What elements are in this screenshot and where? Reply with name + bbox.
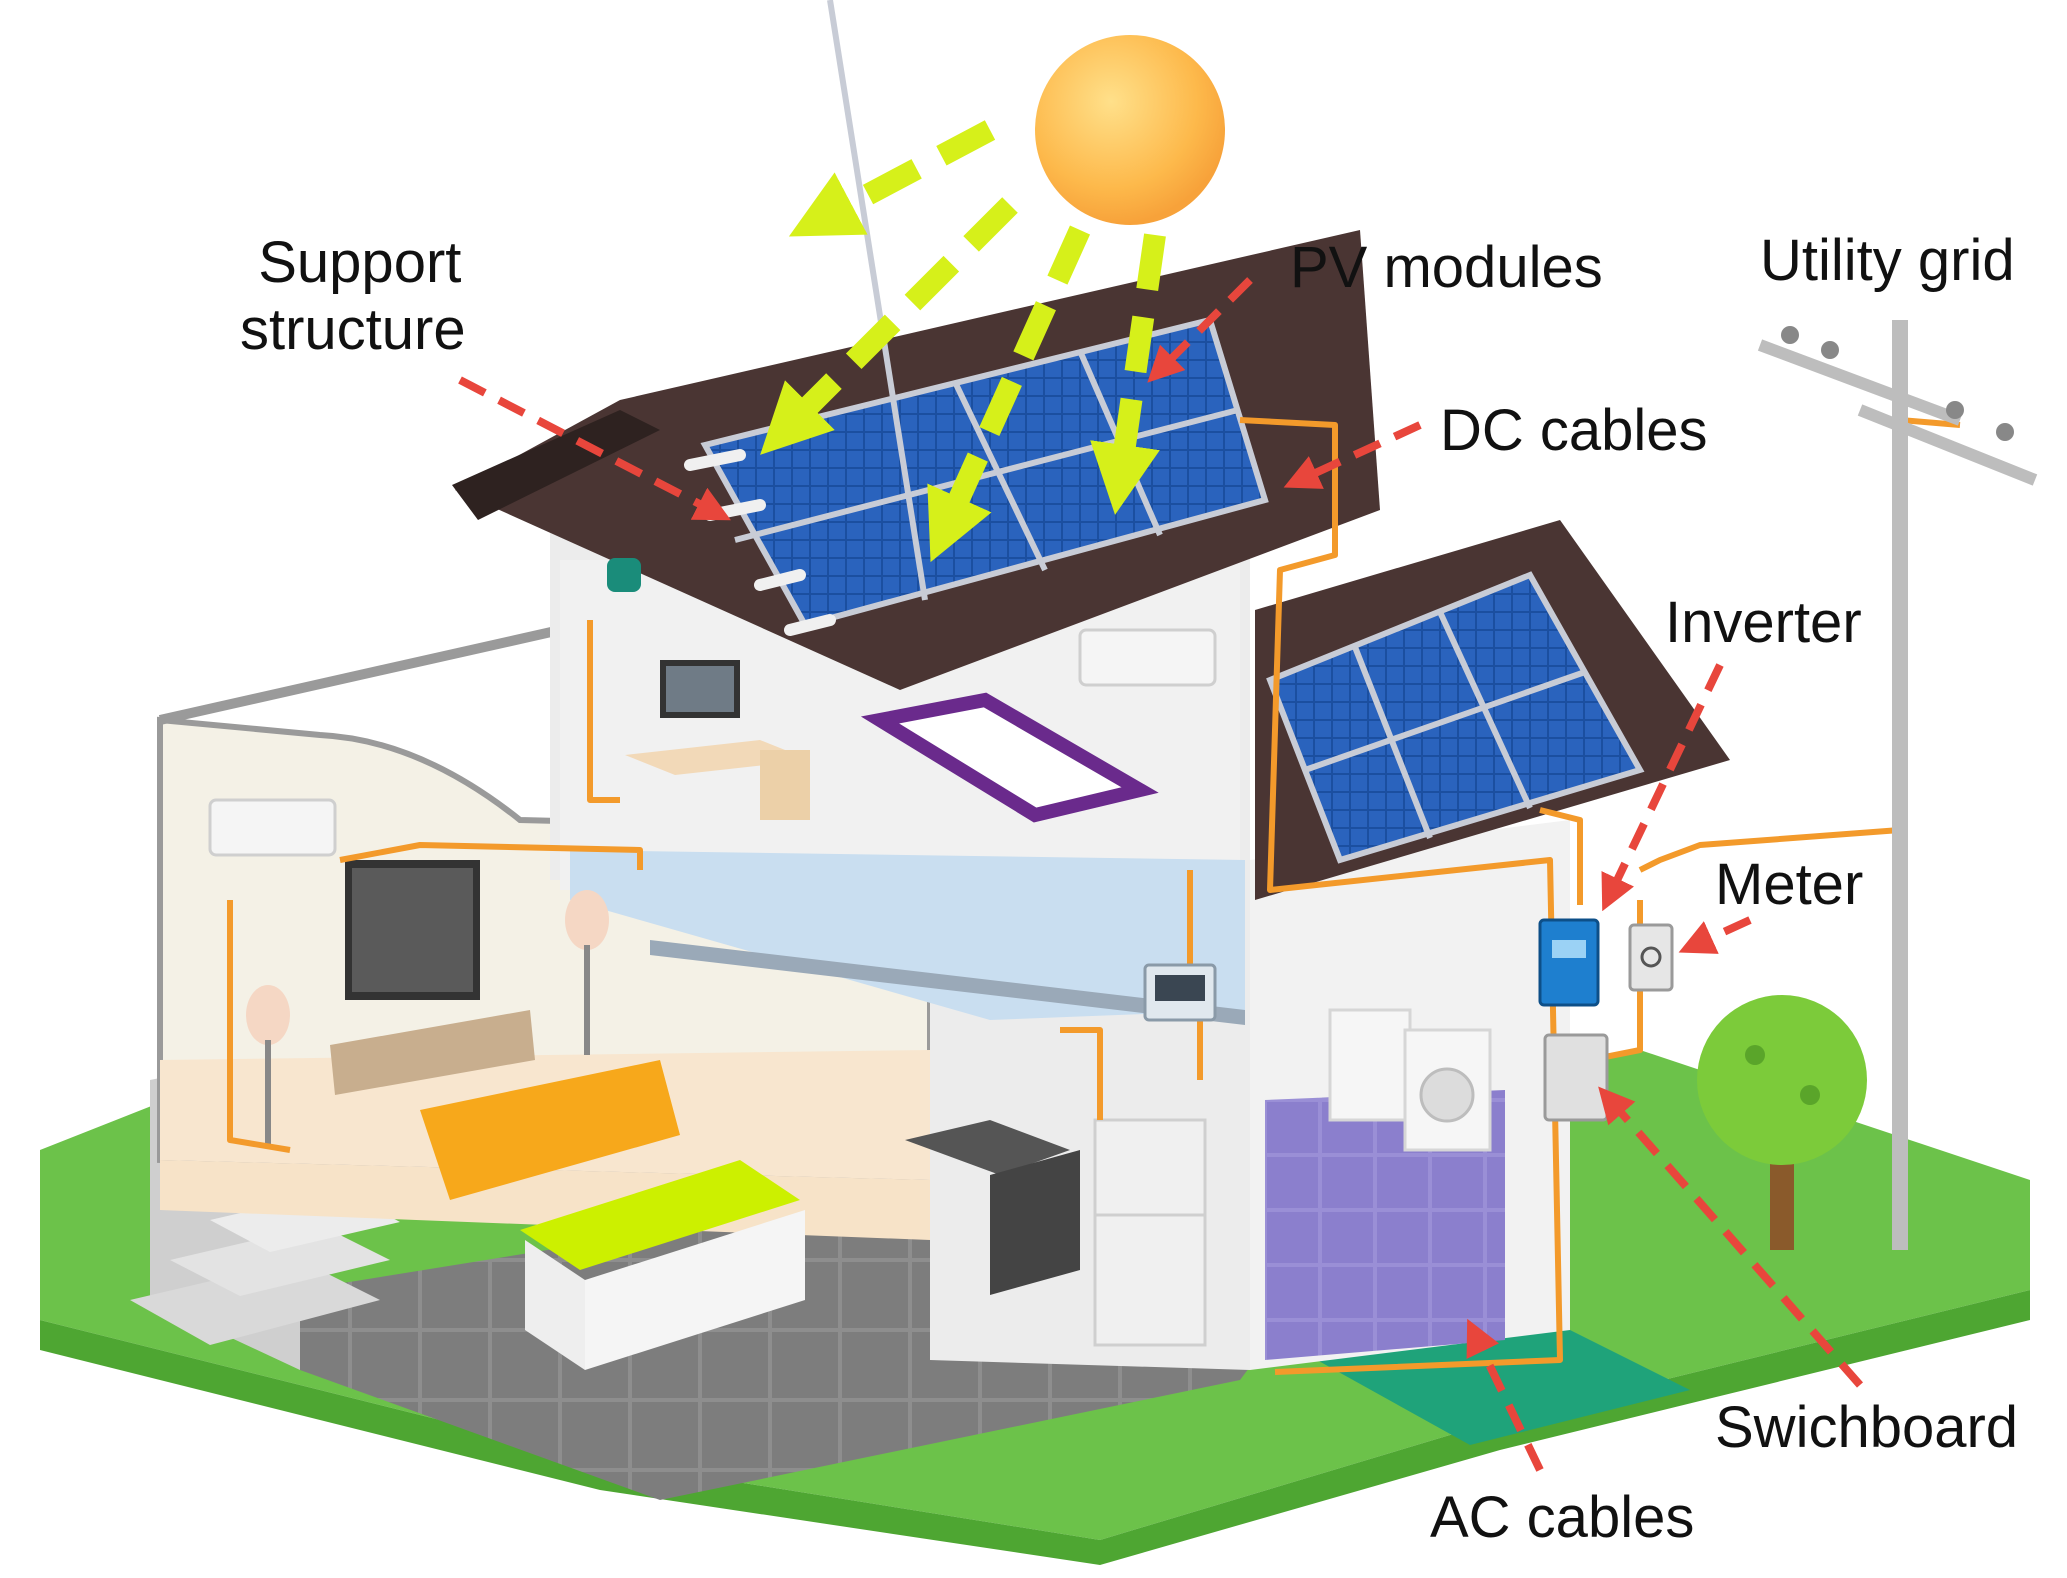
tree-icon	[1697, 995, 1867, 1250]
support-structure-line1: Support	[258, 230, 462, 295]
support-structure-label: Support structure	[240, 230, 466, 363]
meter-icon	[1628, 923, 1674, 992]
living-furniture	[246, 860, 680, 1200]
ac-unit-upper	[1078, 628, 1217, 687]
upper-floor	[570, 850, 1245, 1020]
support-structure-line2: structure	[240, 296, 466, 362]
utility-pole-icon	[1757, 320, 2038, 1250]
inverter-label: Inverter	[1665, 590, 1862, 655]
fridge	[1093, 1118, 1207, 1347]
ac-cables-label: AC cables	[1430, 1485, 1695, 1550]
ac-unit-lower	[208, 798, 337, 857]
inverter-icon	[1538, 918, 1600, 1007]
laundry-appliances	[1328, 1008, 1492, 1152]
sun-icon	[1035, 35, 1225, 225]
bedroom-furniture	[208, 558, 1217, 857]
control-panel	[1143, 963, 1217, 1022]
utility-grid-label: Utility grid	[1760, 228, 2015, 293]
pv-modules-label: PV modules	[1290, 235, 1603, 300]
meter-label: Meter	[1715, 852, 1864, 917]
light-fixture	[607, 558, 641, 592]
pv-array-annex	[1266, 571, 1645, 864]
switchboard-label: Swichboard	[1715, 1395, 2019, 1460]
dc-cables-label: DC cables	[1440, 398, 1708, 463]
sunlight-arrows	[760, 120, 1166, 563]
counter-top	[520, 1160, 800, 1270]
pointer-arrows	[458, 277, 1864, 1472]
switchboard-icon	[1543, 1033, 1609, 1122]
kitchen	[520, 1118, 1207, 1370]
sofa	[420, 1060, 680, 1200]
